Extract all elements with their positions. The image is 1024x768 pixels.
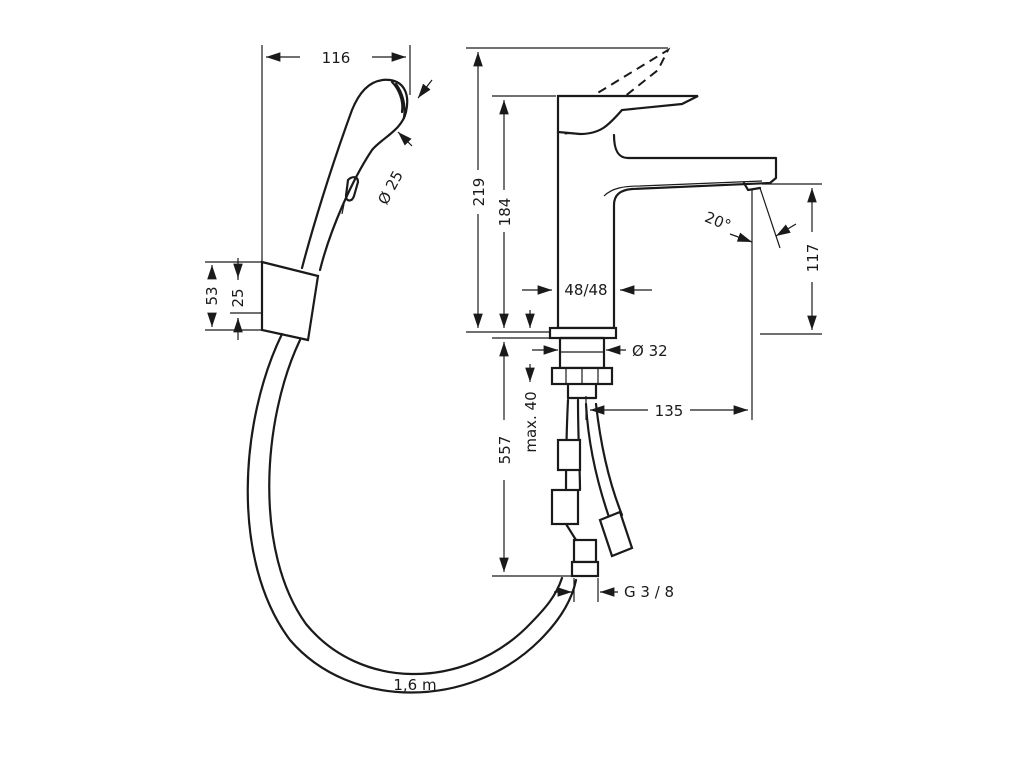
hose-outer bbox=[246, 332, 578, 694]
dim-117: 117 bbox=[760, 183, 822, 335]
label-48: 48/48 bbox=[564, 281, 607, 299]
dim-557: 557 bbox=[492, 337, 572, 577]
label-219: 219 bbox=[470, 178, 488, 207]
basin-mixer bbox=[548, 47, 778, 578]
label-184: 184 bbox=[496, 198, 514, 227]
label-116: 116 bbox=[322, 49, 351, 67]
label-hose-length: 1,6 m bbox=[393, 676, 436, 694]
lever bbox=[556, 94, 699, 136]
dim-219: 219 bbox=[466, 47, 668, 333]
label-angle: 20° bbox=[702, 208, 733, 235]
label-557: 557 bbox=[496, 436, 514, 465]
dim-holder: 53 25 bbox=[203, 258, 262, 340]
hose-inner bbox=[268, 338, 564, 676]
mixer-body bbox=[556, 130, 778, 330]
label-117: 117 bbox=[804, 244, 822, 273]
dim-48: 48/48 bbox=[522, 281, 652, 299]
label-connection: G 3 / 8 bbox=[624, 583, 674, 601]
label-thread-diameter: Ø 32 bbox=[632, 342, 668, 360]
dim-angle: 20° bbox=[702, 187, 797, 249]
dim-184: 184 bbox=[492, 95, 556, 328]
label-25: 25 bbox=[229, 288, 247, 307]
label-max-40: max. 40 bbox=[522, 391, 540, 452]
dim-connection: G 3 / 8 bbox=[554, 578, 674, 602]
dim-116: 116 bbox=[261, 45, 411, 262]
hand-shower bbox=[246, 78, 578, 694]
label-135: 135 bbox=[655, 402, 684, 420]
dim-135: 135 bbox=[585, 190, 753, 420]
label-nozzle-diameter: Ø 25 bbox=[374, 168, 407, 208]
label-53: 53 bbox=[203, 286, 221, 305]
shower-holder bbox=[260, 260, 320, 342]
dim-thread: Ø 32 bbox=[532, 342, 668, 360]
dim-max40: max. 40 bbox=[522, 364, 540, 453]
mixer-base bbox=[548, 326, 618, 340]
